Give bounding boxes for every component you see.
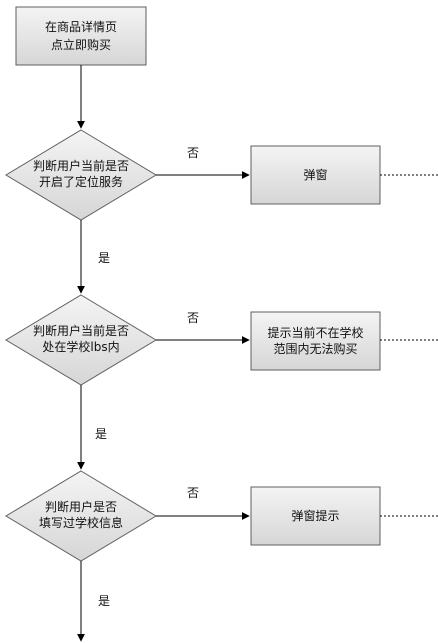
decision-2-line-2: 处在学校lbs内 xyxy=(42,339,119,354)
decision-2-yes-label: 是 xyxy=(95,427,107,441)
start-line-2: 点立即购买 xyxy=(51,37,111,52)
action-2-box xyxy=(250,311,381,371)
decision-1-line-2: 开启了定位服务 xyxy=(39,174,123,189)
decision-2-line-1: 判断用户当前是否 xyxy=(33,323,129,338)
action-2-line-1: 提示当前不在学校 xyxy=(267,325,363,340)
action-1-line-1: 弹窗 xyxy=(303,168,327,182)
decision-1-no-label: 否 xyxy=(187,146,199,160)
decision-3-line-1: 判断用户是否 xyxy=(45,499,117,514)
start-line-1: 在商品详情页 xyxy=(45,19,117,34)
decision-3-line-2: 填写过学校信息 xyxy=(39,515,123,530)
decision-3-no-label: 否 xyxy=(187,486,199,500)
decision-3-yes-label: 是 xyxy=(98,594,110,608)
decision-1-yes-label: 是 xyxy=(98,251,110,265)
action-2-line-2: 范围内无法购买 xyxy=(273,341,357,356)
action-3-line-1: 弹窗提示 xyxy=(291,508,339,523)
decision-2-no-label: 否 xyxy=(187,311,199,325)
action-3-box xyxy=(250,486,381,546)
decision-1-line-1: 判断用户当前是否 xyxy=(33,158,129,173)
start-box xyxy=(15,6,147,66)
action-1-box xyxy=(250,145,381,205)
